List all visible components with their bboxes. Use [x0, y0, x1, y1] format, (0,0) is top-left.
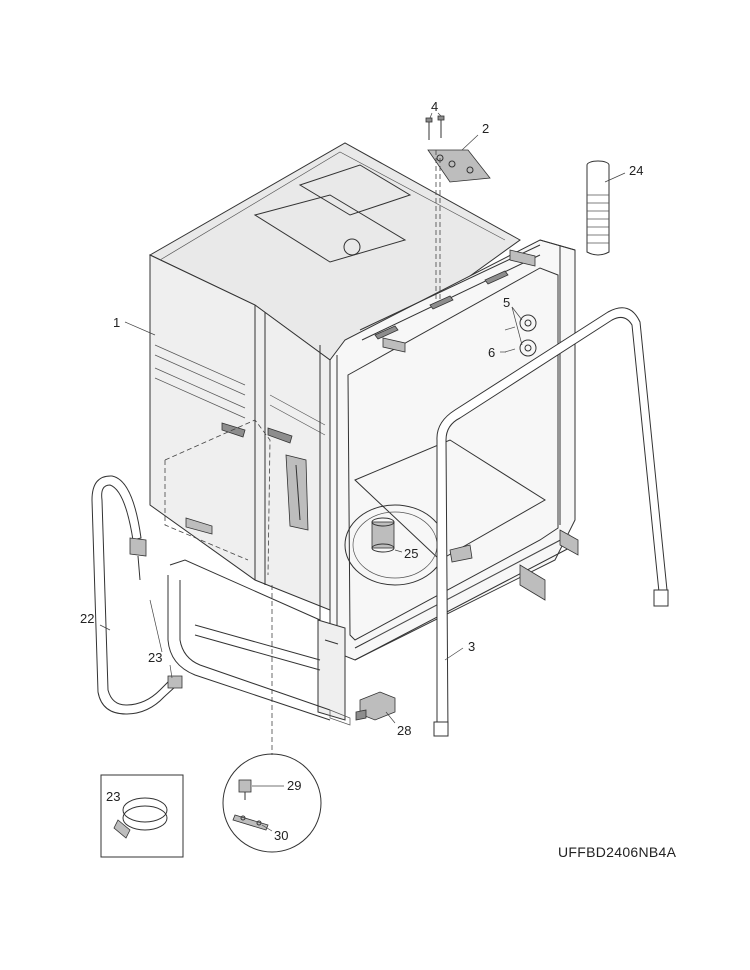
callout-22: 22	[80, 611, 94, 626]
screws	[425, 115, 445, 140]
callout-23: 23	[148, 650, 162, 665]
callout-labels: 1 2 3 4 5 6 22 23 23 24 25 28 29 30	[80, 99, 643, 843]
fill-tube	[586, 160, 610, 256]
tub-assembly	[148, 142, 579, 721]
drain-hose	[91, 475, 183, 715]
callout-2: 2	[482, 121, 489, 136]
base-frame	[167, 559, 351, 726]
callout-30: 30	[274, 828, 288, 843]
callout-1: 1	[113, 315, 120, 330]
door-gasket	[433, 307, 669, 737]
callout-3: 3	[468, 639, 475, 654]
detail-box-clamp	[100, 774, 184, 858]
hinge-plate	[427, 149, 491, 300]
bracket-28	[355, 691, 396, 721]
callout-4: 4	[431, 99, 438, 114]
callout-6: 6	[488, 345, 495, 360]
callout-28: 28	[397, 723, 411, 738]
callout-23-detail: 23	[106, 789, 120, 804]
callout-25: 25	[404, 546, 418, 561]
callout-5: 5	[503, 295, 510, 310]
model-code: UFFBD2406NB4A	[558, 844, 677, 860]
detail-circle	[222, 753, 322, 853]
callout-24: 24	[629, 163, 643, 178]
leader-lines	[99, 112, 626, 832]
callout-29: 29	[287, 778, 301, 793]
